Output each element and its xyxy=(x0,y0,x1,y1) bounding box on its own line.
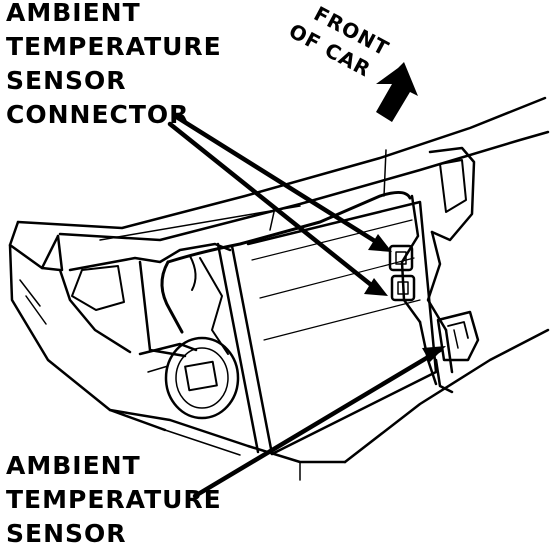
connector-label-line-3: SENSOR xyxy=(6,66,127,95)
connector-arrowhead-1 xyxy=(368,234,392,252)
connector-label: AMBIENT TEMPERATURE SENSOR CONNECTOR xyxy=(6,0,222,132)
sensor-leader-arrows xyxy=(192,347,443,499)
bumper-edge xyxy=(299,328,550,481)
connector-label-line-2: TEMPERATURE xyxy=(6,32,222,61)
connector-leader-arrows xyxy=(167,113,389,295)
headlamp-housing xyxy=(108,336,347,464)
radiator-core xyxy=(216,200,438,456)
connector-block xyxy=(388,244,416,302)
ambient-sensor xyxy=(434,310,480,394)
sensor-label-line-1: AMBIENT xyxy=(6,451,141,480)
sensor-label: AMBIENT TEMPERATURE SENSOR xyxy=(6,449,222,551)
connector-label-line-1: AMBIENT xyxy=(6,0,141,27)
hood-panel xyxy=(8,96,550,270)
connector-arrowhead-2 xyxy=(364,278,388,296)
connector-label-line-4: CONNECTOR xyxy=(6,100,190,129)
front-arrow-icon xyxy=(376,62,418,122)
right-bracket xyxy=(400,146,476,386)
sensor-label-line-3: SENSOR xyxy=(6,519,127,548)
sensor-arrowhead xyxy=(422,346,446,362)
sensor-label-line-2: TEMPERATURE xyxy=(6,485,222,514)
wiring-harness xyxy=(160,149,412,355)
